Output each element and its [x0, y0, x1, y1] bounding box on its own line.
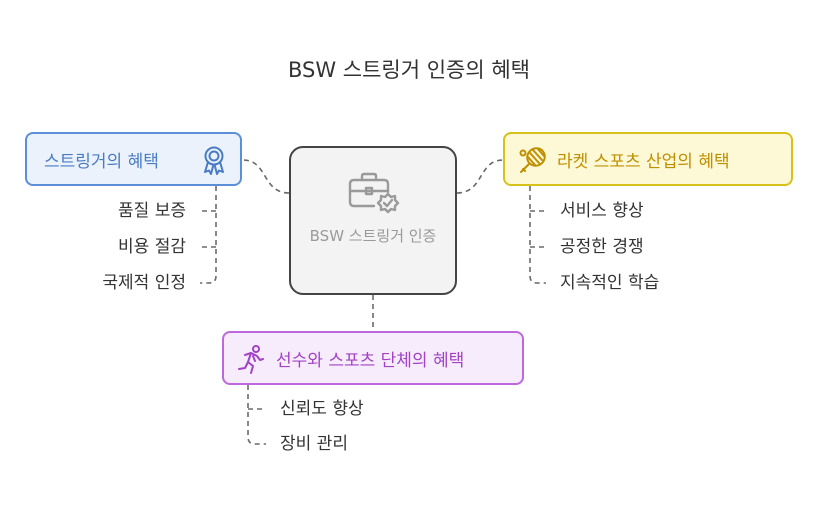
center-label: BSW 스트링거 인증 [309, 227, 437, 245]
industry-item-competition: 공정한 경쟁 [560, 237, 644, 257]
connector-center-stringer [242, 159, 290, 194]
players-item-equipment: 장비 관리 [280, 434, 348, 454]
players-item-trust: 신뢰도 향상 [280, 399, 364, 419]
industry-item-service: 서비스 향상 [560, 201, 644, 221]
connector-center-industry [456, 159, 504, 194]
industry-benefits-label: 라켓 스포츠 산업의 혜택 [557, 151, 730, 172]
diagram-title: BSW 스트링거 인증의 혜택 [287, 58, 531, 82]
industry-item-learning: 지속적인 학습 [560, 273, 660, 293]
award-ribbon-icon [201, 145, 227, 180]
running-person-icon [236, 344, 266, 381]
stringer-benefits-node: 스트링거의 혜택 [25, 132, 242, 186]
center-node: BSW 스트링거 인증 [289, 146, 457, 295]
players-benefits-label: 선수와 스포츠 단체의 혜택 [276, 350, 465, 371]
industry-benefits-node: 라켓 스포츠 산업의 혜택 [503, 132, 793, 186]
tennis-racket-icon [517, 145, 549, 182]
briefcase-badge-icon [348, 172, 402, 222]
players-benefits-node: 선수와 스포츠 단체의 혜택 [222, 331, 524, 385]
stringer-item-recognition: 국제적 인정 [102, 273, 186, 293]
stringer-item-cost: 비용 절감 [118, 237, 186, 257]
stringer-item-quality: 품질 보증 [118, 201, 186, 221]
connector-stringer-items [200, 186, 217, 284]
connector-players-items [247, 385, 266, 445]
connector-industry-items [529, 186, 546, 284]
stringer-benefits-label: 스트링거의 혜택 [44, 151, 159, 172]
